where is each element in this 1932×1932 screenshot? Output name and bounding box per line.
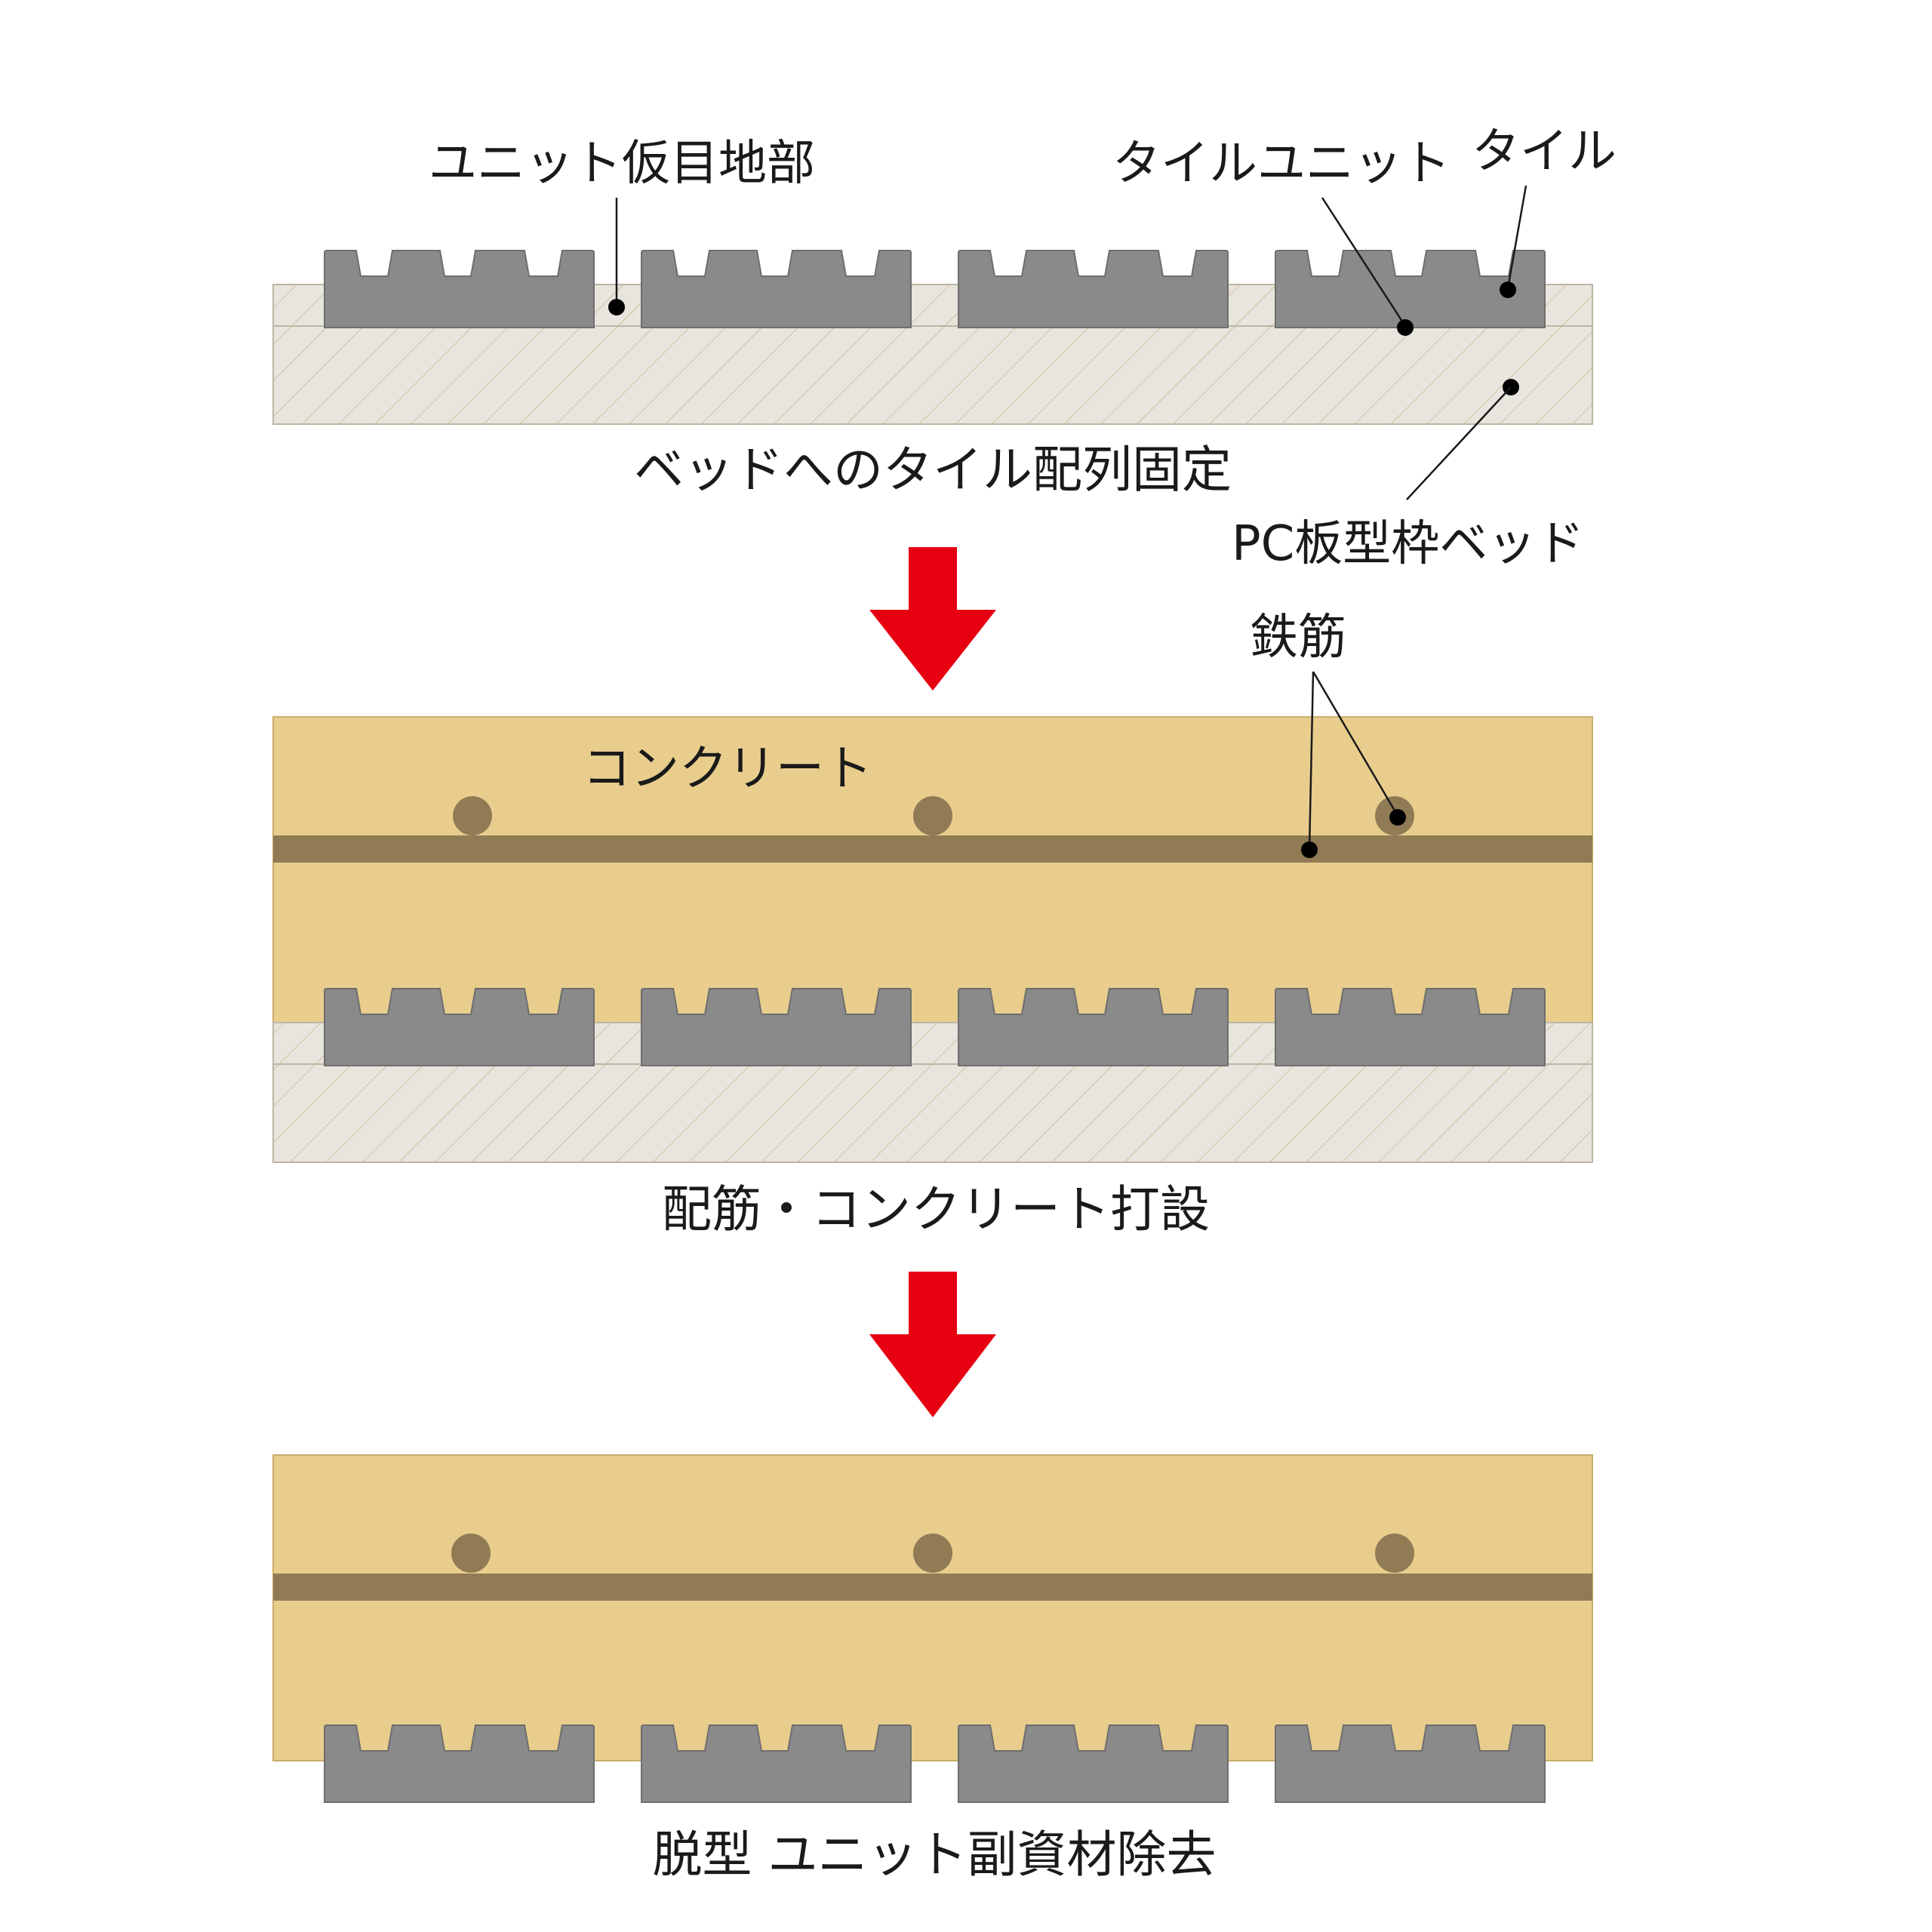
tile-unit (1275, 1724, 1546, 1803)
tile-unit (324, 250, 595, 328)
pc-bed-leader (1406, 386, 1512, 500)
step-arrow-1 (869, 547, 996, 691)
tile-unit (958, 988, 1229, 1066)
tile-unit-label: タイルユニット (1112, 136, 1451, 192)
pc-bed-lower (272, 325, 1593, 425)
tile-pointer (1500, 281, 1516, 298)
unit-joint-label: ユニット仮目地部 (429, 136, 815, 192)
rebar-section-3a (451, 1534, 491, 1573)
tile-label: タイル (1472, 124, 1617, 180)
tile-unit (1275, 250, 1546, 328)
rebar-horizontal-2 (273, 835, 1592, 863)
tile-unit-row-2 (324, 988, 1546, 1066)
rebar-pointer-2 (1389, 809, 1406, 826)
step-2-caption: 配筋・コンクリート打設 (662, 1180, 1210, 1238)
tile-unit (324, 1724, 595, 1803)
tile-unit (958, 250, 1229, 328)
rebar-pointer-1 (1301, 841, 1318, 858)
rebar-section-2a (453, 796, 492, 835)
rebar-section-3b (913, 1534, 952, 1573)
tile-unit-row-3 (324, 1724, 1546, 1803)
rebar-horizontal-3 (273, 1574, 1592, 1601)
tile-unit (641, 988, 912, 1066)
step-3-caption: 脱型 ユニット副資材除去 (653, 1826, 1217, 1884)
pc-bed-lower-2 (272, 1063, 1593, 1163)
rebar-leader-1 (1308, 671, 1315, 850)
rebar-label: 鉄筋 (1250, 610, 1346, 666)
step-1-caption: ベッドへのタイル配列固定 (634, 441, 1232, 499)
rebar-leader-2 (1312, 671, 1399, 817)
concrete-label: コンクリート (583, 741, 872, 797)
step-arrow-2 (869, 1272, 996, 1417)
rebar-section-3c (1375, 1534, 1414, 1573)
tile-unit (1275, 988, 1546, 1066)
tile-unit-pointer (1397, 319, 1414, 336)
tile-unit (324, 988, 595, 1066)
step-1-diagram (272, 250, 1593, 425)
step-3-diagram (272, 1454, 1593, 1803)
tile-unit-leader (1321, 197, 1407, 327)
tile-unit (641, 1724, 912, 1803)
step-2-diagram (272, 716, 1593, 1163)
tile-unit (958, 1724, 1229, 1803)
concrete-slab-3 (272, 1454, 1593, 1761)
rebar-section-2b (913, 796, 952, 835)
tile-leader (1506, 185, 1527, 289)
concrete-slab-2 (272, 716, 1593, 1023)
pc-bed-label: PC板型枠ベッド (1232, 516, 1584, 572)
tile-unit-row (324, 250, 1546, 328)
tile-unit (641, 250, 912, 328)
unit-joint-pointer (608, 299, 625, 315)
